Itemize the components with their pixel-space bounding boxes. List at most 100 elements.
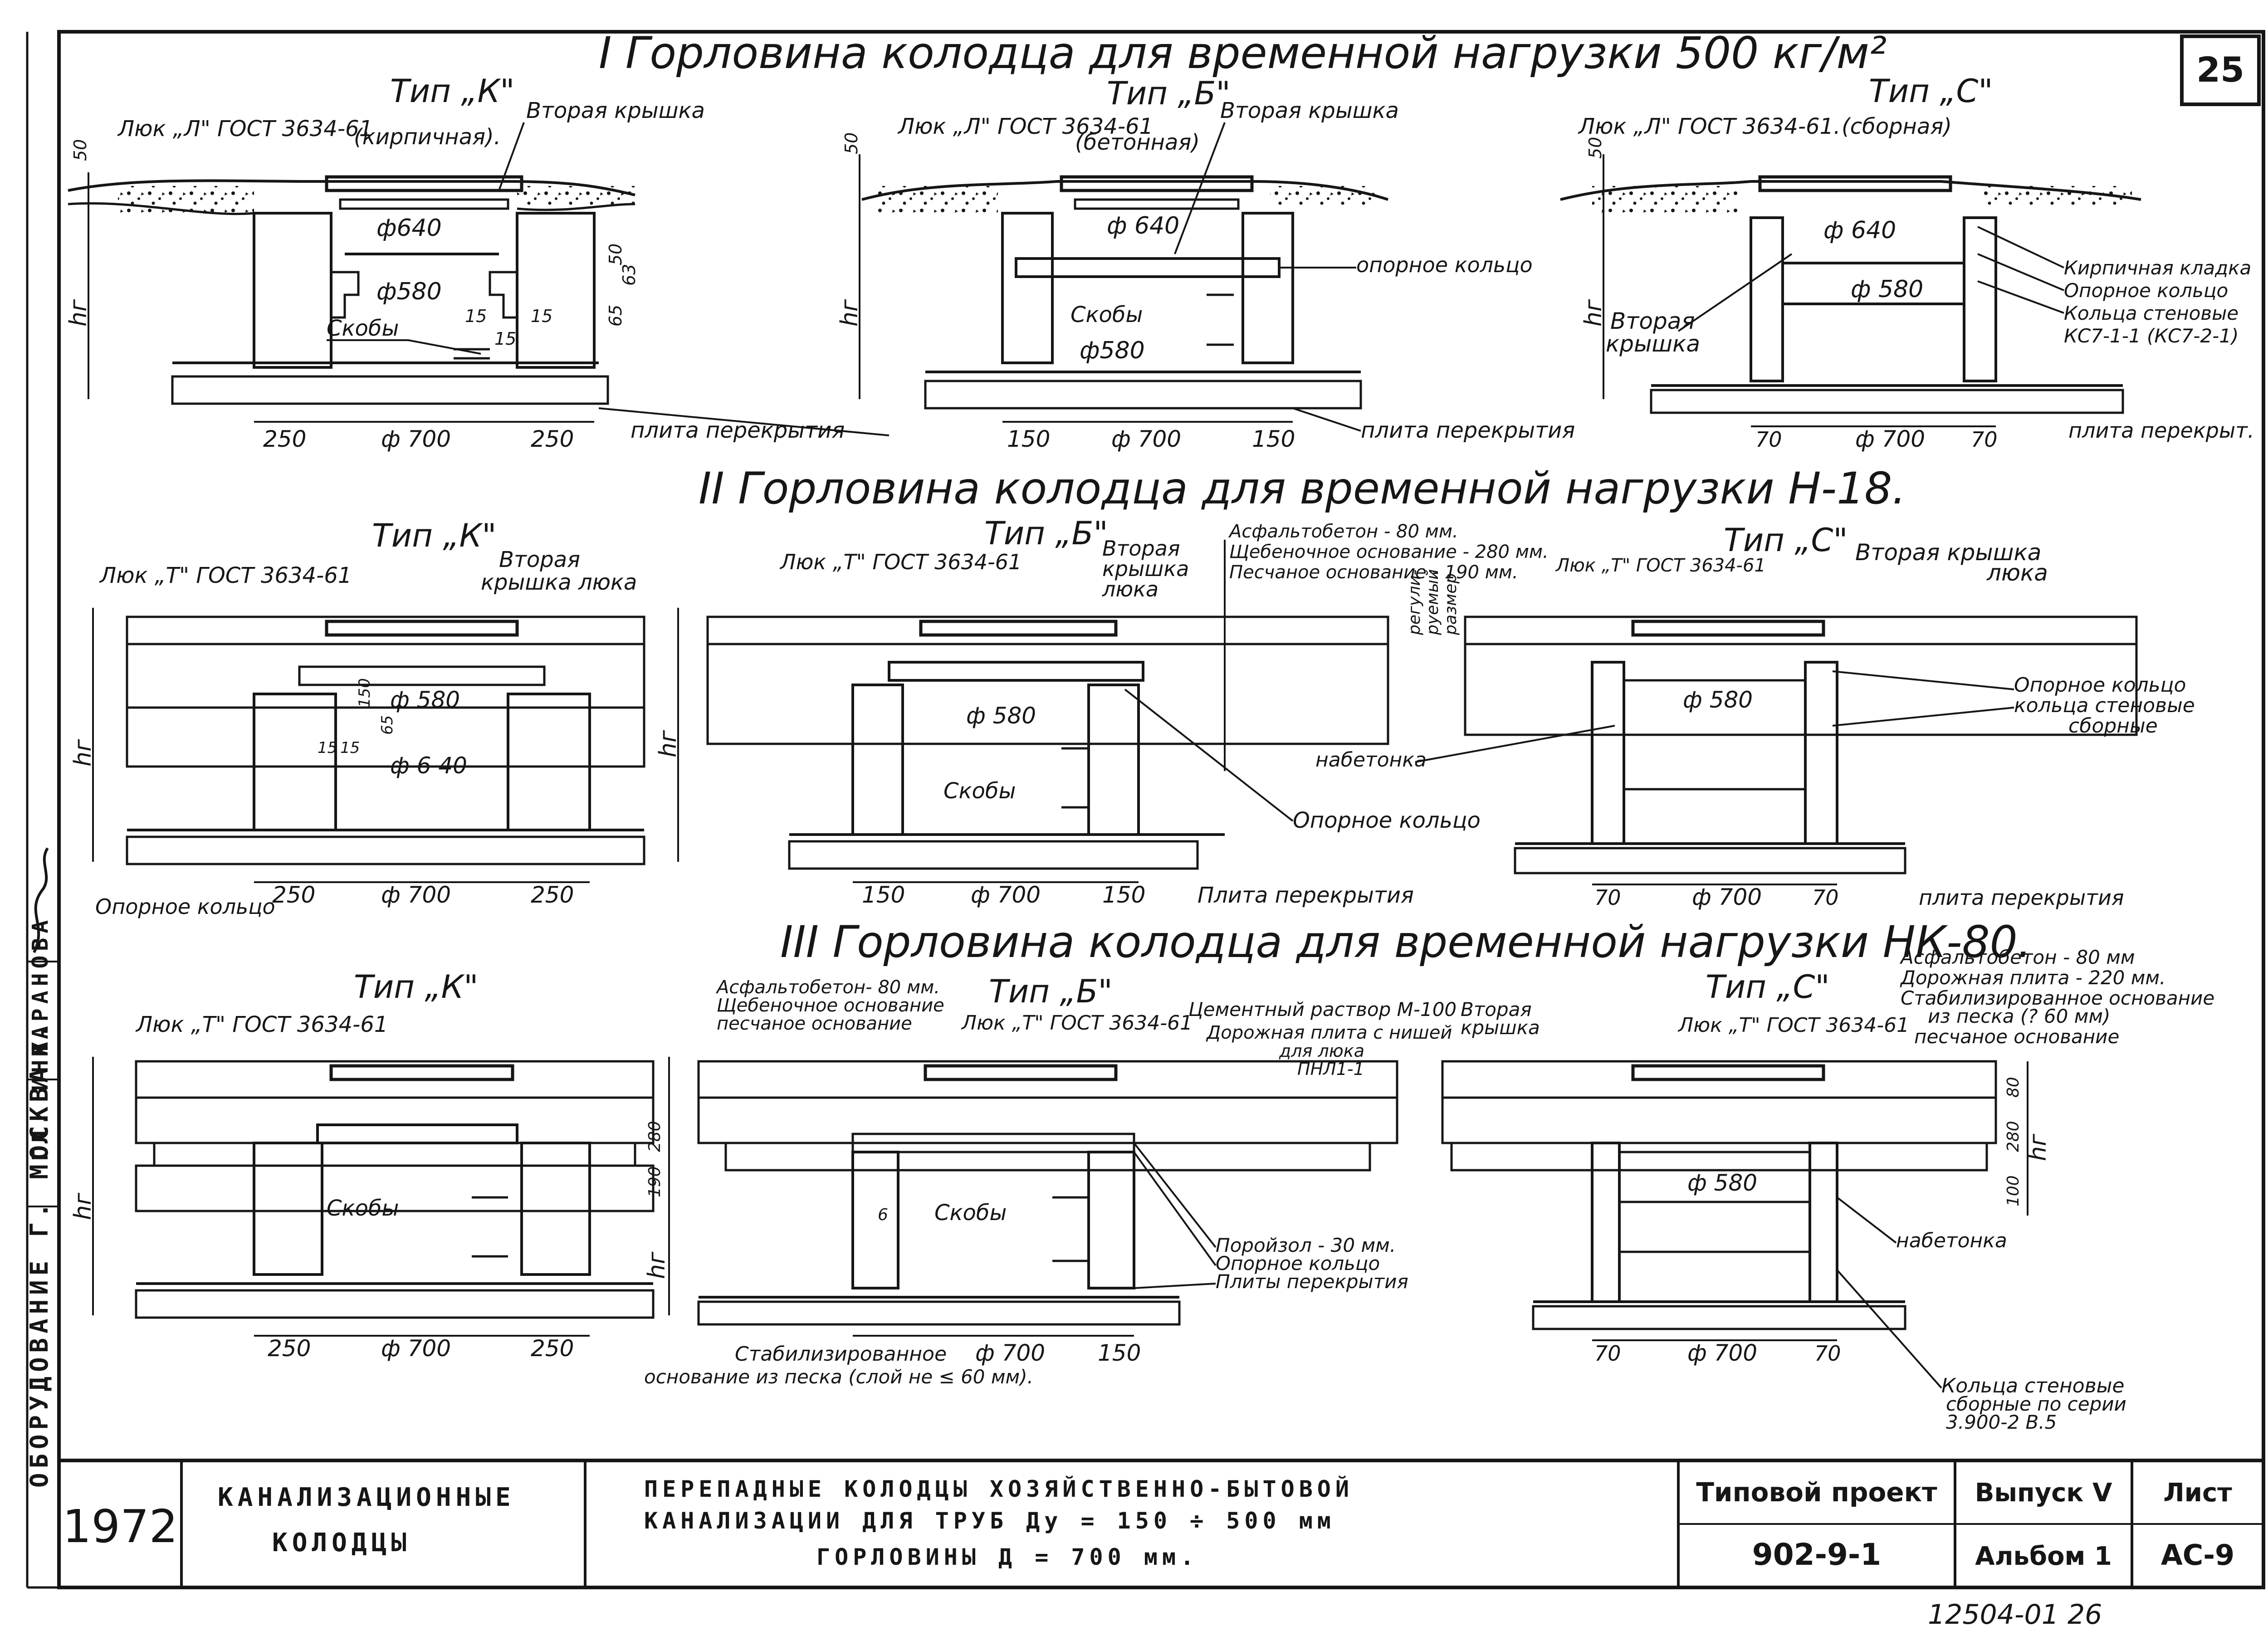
title-sheet-label: Лист [2163,1478,2232,1508]
s2-b-ring: Опорное кольцо [1293,808,1481,833]
s2-c-w-left: 70 [1594,885,1621,910]
s2-b-w-right: 150 [1102,882,1145,908]
s1-k-hatch: Люк „Л" ГОСТ 3634-61 [117,116,373,142]
s3-c-stab-b: из песка (? 60 мм) [1928,1005,2110,1027]
s3-k-staples: Скобы [327,1196,399,1221]
s2-k-d700: ф 700 [381,882,451,908]
s2-k-hatch: Люк „Т" ГОСТ 3634-61 [99,563,352,588]
s2-c-d580: ф 580 [1683,687,1753,713]
s1-k-cover2: Вторая крышка [526,98,705,123]
s3-c-asphalt: Асфальтобетон - 80 мм [1899,946,2135,968]
signature-mark [33,847,49,953]
s1-b-depth: 50 [841,132,861,154]
title-name-a: ПЕРЕПАДНЫЕ КОЛОДЦЫ ХОЗЯЙСТВЕННО-БЫТОВОЙ [644,1475,1354,1502]
s2-k-title: Тип „К" [372,517,496,554]
s2-c-d700: ф 700 [1692,884,1762,910]
s1-b-d580: ф580 [1080,337,1145,364]
s3-b-cover2b: крышка [1461,1016,1540,1039]
s1-k-n15c: 15 [531,306,552,326]
s1-c-ring: Опорное кольцо [2064,279,2228,302]
s3-b-mortar: Цементный раствор М-100 [1188,998,1457,1021]
sheet-number: 25 [2196,49,2244,90]
s2-k-n15b: 15 [340,739,360,757]
s3-b-staples: Скобы [934,1200,1007,1226]
section-3-title: III Горловина колодца для временной нагр… [780,917,2031,967]
s2-k-cover2b: крышка люка [481,570,637,595]
s1-b-hatch: Люк „Л" ГОСТ 3634-61 [897,114,1153,139]
s3-b-stab-a: Стабилизированное [735,1343,947,1366]
s3-c-road-slab: Дорожная плита - 220 мм. [1900,967,2165,989]
s2-b-d580: ф 580 [966,703,1036,729]
s3-k-w-right: 250 [531,1335,574,1362]
s2-b-cover2b: крышка [1102,557,1189,581]
s1-k-n15a: 15 [465,306,487,326]
s3-b-n6: 6 [878,1206,888,1224]
s1-c-w-left: 70 [1755,427,1782,452]
s2-k-d580: ф 580 [390,687,460,713]
s2-c-title: Тип „С" [1724,522,1848,559]
s2-k-n65: 65 [378,715,396,735]
s3-b-d700: ф 700 [975,1340,1045,1366]
s2-c-w-right: 70 [1812,885,1839,910]
s1-b-d700: ф 700 [1111,426,1181,452]
s1-k-d700: ф 700 [381,426,451,452]
s2-c-adjust-a: регули- [1405,569,1424,635]
s1-c-title: Тип „С" [1869,73,1993,110]
s3-b-ring: Опорное кольцо [1216,1252,1380,1275]
s3-b-hatch: Люк „Т" ГОСТ 3634-61 [961,1011,1193,1035]
s2-c-cover2b: люка [1986,560,2048,586]
s1-k-w-left: 250 [263,426,306,452]
s2-b-slab: Плита перекрытия [1198,883,1414,908]
s3-c-rings-c: 3.900-2 В.5 [1946,1411,2057,1433]
s1-k-n50: 50 [606,244,626,265]
title-issue-value: Альбом 1 [1975,1542,2112,1571]
s3-b-sand: песчаное основание [717,1013,912,1034]
s1-c-wall-code: КС7-1-1 (КС7-2-1) [2064,325,2239,347]
s1-k-n63: 63 [619,264,639,286]
s2-b-cover2a: Вторая [1102,536,1180,561]
title-sheet-value: АС-9 [2161,1538,2234,1572]
s1-k-n15b: 15 [494,329,516,349]
s1-c-depth: 50 [1585,137,1605,159]
section-2-type-c: Тип „С" Люк „Т" ГОСТ 3634-61 Вторая крыш… [1315,522,2195,910]
side-sign-2: ПАРАНОВА [28,916,53,1057]
s1-c-hr: hг [1580,299,1607,327]
s3-b-slabs: Плиты перекрытия [1216,1270,1408,1293]
s3-c-stab-a: Стабилизированное основание [1901,987,2214,1009]
s1-c-hatch: Люк „Л" ГОСТ 3634-61. [1578,114,1840,139]
sheet-number-box [2180,34,2261,106]
s3-c-hatch: Люк „Т" ГОСТ 3634-61 [1677,1014,1909,1037]
section-3-type-b: Тип „Б" Асфальтобетон- 80 мм. Щебеночное… [643,973,1540,1388]
s1-k-title: Тип „К" [390,73,514,110]
title-group-a: КАНАЛИЗАЦИОННЫЕ [218,1483,515,1512]
s1-c-d700: ф 700 [1855,426,1925,452]
title-group-b: КОЛОДЦЫ [272,1528,411,1558]
s1-b-title: Тип „Б" [1107,75,1231,112]
s3-c-hr: hг [2024,1133,2052,1161]
s1-c-slab: плита перекрыт. [2068,418,2254,443]
s1-b-staples: Скобы [1070,302,1143,327]
s3-b-stab-b: основание из песка (слой не ≤ 60 мм). [644,1366,1033,1388]
s3-b-cover2a: Вторая [1461,998,1532,1021]
s3-k-hatch: Люк „Т" ГОСТ 3634-61 [135,1012,388,1037]
s2-k-hr: hг [69,739,97,767]
s3-b-hr: hг [643,1251,670,1279]
s3-k-hr: hг [69,1192,97,1220]
section-2-title: II Горловина колодца для временной нагру… [699,463,1906,514]
s1-c-d580: ф 580 [1851,276,1923,303]
s3-k-title: Тип „К" [354,968,478,1006]
s1-b-d640: ф 640 [1107,212,1179,239]
s3-k-w-left: 250 [268,1335,311,1362]
s2-k-w-left: 250 [272,882,315,908]
side-stamp: ОБОРУДОВАНИЕ Г. МОСКВА [25,1064,54,1488]
s3-c-n280: 280 [2004,1121,2023,1152]
section-2-type-b: Тип „Б" Люк „Т" ГОСТ 3634-61 Вторая крыш… [655,515,1549,908]
footer-code: 12504-01 26 [1928,1599,2102,1631]
section-1-type-k: Тип „К" Люк „Л" ГОСТ 3634-61 (кирпичная)… [65,73,890,452]
section-1-title: I Горловина колодца для временной нагруз… [599,28,1887,78]
s2-k-n150: 150 [356,678,374,708]
s2-b-asphalt: Асфальтобетон - 80 мм. [1228,521,1458,542]
s2-c-adjust-b: руемый [1423,569,1442,635]
s2-k-d640: ф 6 40 [390,752,467,779]
